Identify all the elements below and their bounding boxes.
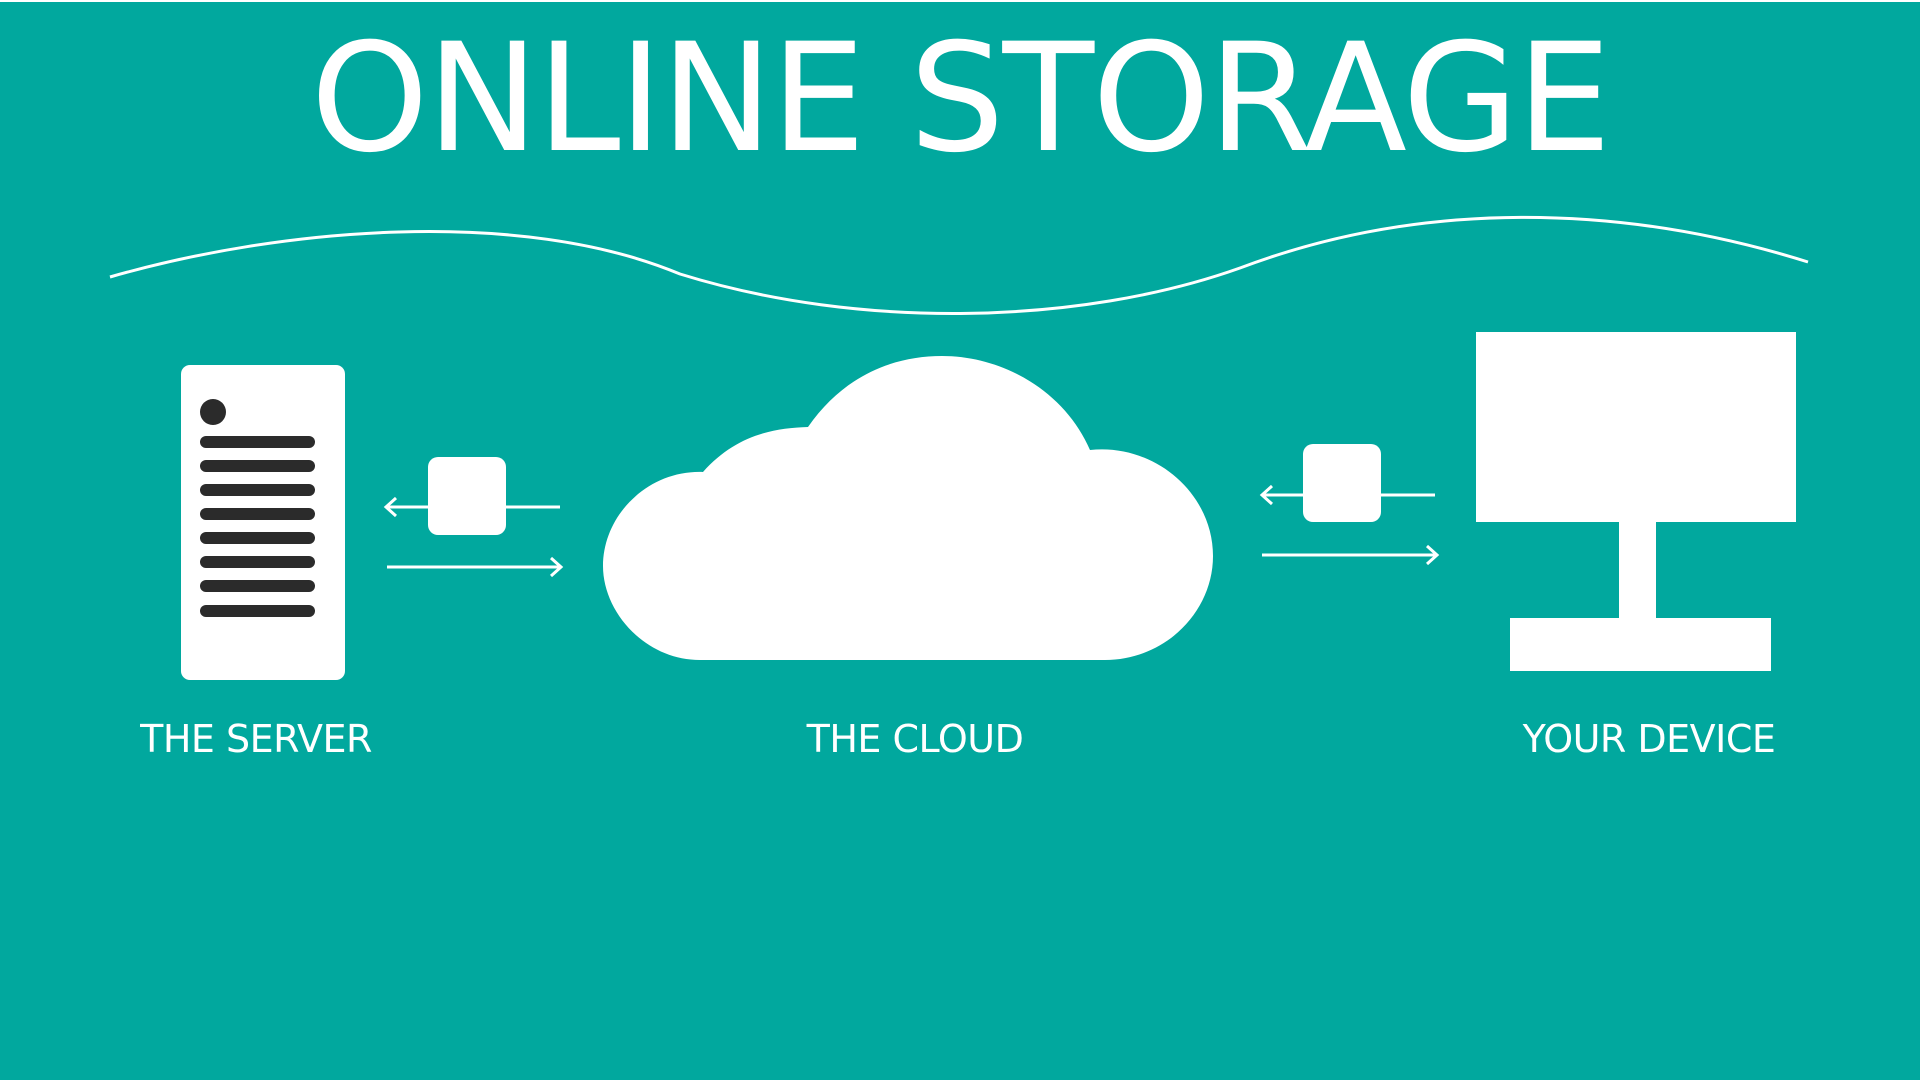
device-label: YOUR DEVICE: [1522, 717, 1776, 761]
page-title: ONLINE STORAGE: [310, 12, 1612, 186]
connection-cloud-to-server: [383, 457, 560, 535]
server-rack-icon: [181, 365, 345, 680]
cloud-label: THE CLOUD: [806, 717, 1024, 761]
cloud-icon: [603, 356, 1213, 660]
wave-divider: [109, 215, 1809, 315]
data-packet-icon: [428, 457, 506, 535]
data-packet-icon: [1303, 444, 1381, 522]
connection-device-to-cloud: [1259, 444, 1435, 522]
connection-cloud-to-device: [1262, 544, 1440, 566]
monitor-icon: [1476, 332, 1796, 671]
server-label: THE SERVER: [140, 717, 372, 761]
connection-server-to-cloud: [387, 556, 564, 578]
